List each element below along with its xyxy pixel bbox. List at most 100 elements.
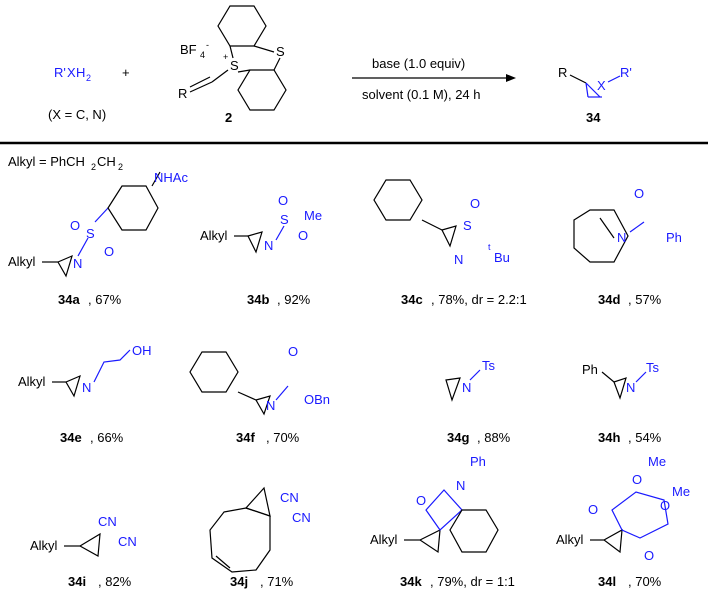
svg-text:N: N (626, 380, 635, 395)
compound-34h-structure: Ph N Ts 34h , 54% (582, 360, 662, 445)
svg-text:O: O (70, 218, 80, 233)
x-definition: (X = C, N) (48, 107, 106, 122)
alkyl-definition: Alkyl = PhCH 2 CH 2 (8, 154, 123, 172)
svg-text:, 57%: , 57% (628, 292, 662, 307)
svg-text:CH: CH (97, 154, 116, 169)
svg-text:O: O (634, 186, 644, 201)
product-34: R X R' 34 (558, 65, 632, 125)
reagent-h-sub: 2 (86, 73, 91, 83)
svg-text:N: N (73, 256, 82, 271)
compound-34-label: 34 (586, 110, 601, 125)
compound-34k-label: 34k (400, 574, 422, 589)
svg-text:N: N (454, 252, 463, 267)
svg-text:, 66%: , 66% (90, 430, 124, 445)
svg-text:Me: Me (304, 208, 322, 223)
compound-34f-label: 34f (236, 430, 255, 445)
vinyl-r: R (178, 86, 187, 101)
bottom-benzene-ring (237, 69, 287, 111)
svg-text:t: t (488, 242, 491, 252)
svg-text:O: O (298, 228, 308, 243)
compound-34l-label: 34l (598, 574, 616, 589)
compound-34c-label: 34c (401, 292, 423, 307)
svg-text:O: O (416, 493, 426, 508)
svg-text:O: O (104, 244, 114, 259)
compound-34k-structure: Alkyl O N Ph 34k , 79%, dr = 1:1 (370, 454, 515, 589)
svg-text:2: 2 (118, 162, 123, 172)
compound-34i-structure: Alkyl CN CN 34i , 82% (30, 514, 137, 589)
compound-34j-structure: CN CN 34j , 71% (209, 486, 311, 589)
svg-text:Me: Me (648, 454, 666, 469)
compound-34g-label: 34g (447, 430, 469, 445)
svg-text:OBn: OBn (304, 392, 330, 407)
compound-34l-structure: Alkyl O O O O Me Me 34l , 70% (556, 454, 690, 589)
reagent-rxh2: R' X H 2 (54, 65, 91, 83)
compound-34i-label: 34i (68, 574, 86, 589)
compound-34f-structure: N O OBn 34f , 70% (189, 344, 330, 445)
s-plus-atom: S (230, 58, 239, 73)
svg-text:O: O (470, 196, 480, 211)
svg-text:O: O (632, 472, 642, 487)
reagent-h: H (76, 65, 85, 80)
reagent-r: R' (54, 65, 66, 80)
svg-text:O: O (660, 498, 670, 513)
svg-text:Ts: Ts (482, 358, 496, 373)
svg-text:Ph: Ph (582, 362, 598, 377)
svg-text:2: 2 (91, 162, 96, 172)
svg-text:Alkyl: Alkyl (370, 532, 398, 547)
svg-text:N: N (462, 380, 471, 395)
svg-text:N: N (617, 230, 626, 245)
s-plus-charge: + (223, 52, 228, 62)
svg-text:CN: CN (292, 510, 311, 525)
compound-34a-label: 34a (58, 292, 80, 307)
svg-text:, 67%: , 67% (88, 292, 122, 307)
svg-text:, 79%, dr = 1:1: , 79%, dr = 1:1 (430, 574, 515, 589)
bf4-sup: - (206, 40, 209, 50)
compound-2-label: 2 (225, 110, 232, 125)
svg-text:Ph: Ph (666, 230, 682, 245)
compound-34b-structure: Alkyl N S O O Me 34b , 92% (200, 193, 322, 307)
svg-text:S: S (86, 226, 95, 241)
reagent-x: X (67, 65, 76, 80)
svg-text:, 88%: , 88% (477, 430, 511, 445)
svg-text:, 92%: , 92% (277, 292, 311, 307)
svg-text:NHAc: NHAc (154, 170, 188, 185)
svg-text:, 54%: , 54% (628, 430, 662, 445)
bf4-label: BF (180, 42, 197, 57)
compound-34g-structure: N Ts 34g , 88% (445, 358, 511, 445)
svg-text:, 70%: , 70% (266, 430, 300, 445)
compound-34a-structure: Alkyl N S O O NHAc 34a , 67% (8, 170, 188, 307)
svg-text:Bu: Bu (494, 250, 510, 265)
svg-text:Alkyl: Alkyl (8, 254, 36, 269)
svg-text:N: N (266, 398, 275, 413)
svg-text:Alkyl: Alkyl (556, 532, 584, 547)
s-top-atom: S (276, 44, 285, 59)
bf4-sub: 4 (200, 50, 205, 60)
svg-text:O: O (288, 344, 298, 359)
compound-34d-label: 34d (598, 292, 620, 307)
svg-text:O: O (278, 193, 288, 208)
svg-text:O: O (588, 502, 598, 517)
svg-text:, 78%, dr = 2.2:1: , 78%, dr = 2.2:1 (431, 292, 527, 307)
top-benzene-ring (217, 5, 267, 47)
svg-text:Me: Me (672, 484, 690, 499)
svg-text:Alkyl: Alkyl (18, 374, 46, 389)
svg-text:N: N (456, 478, 465, 493)
plus-sign: + (122, 65, 130, 80)
svg-text:O: O (644, 548, 654, 563)
thianthrenium-reagent: BF 4 - S S + R 2 (178, 5, 287, 125)
compound-34h-label: 34h (598, 430, 620, 445)
product-rp: R' (620, 65, 632, 80)
condition-solvent: solvent (0.1 M), 24 h (362, 87, 481, 102)
svg-text:Alkyl: Alkyl (200, 228, 228, 243)
product-r: R (558, 65, 567, 80)
svg-text:, 70%: , 70% (628, 574, 662, 589)
compound-34e-structure: Alkyl N OH 34e , 66% (18, 343, 152, 445)
svg-text:N: N (82, 380, 91, 395)
compound-34b-label: 34b (247, 292, 269, 307)
compound-34j-label: 34j (230, 574, 248, 589)
svg-text:, 82%: , 82% (98, 574, 132, 589)
compound-34e-label: 34e (60, 430, 82, 445)
compound-34d-structure: N O Ph 34d , 57% (573, 186, 682, 307)
